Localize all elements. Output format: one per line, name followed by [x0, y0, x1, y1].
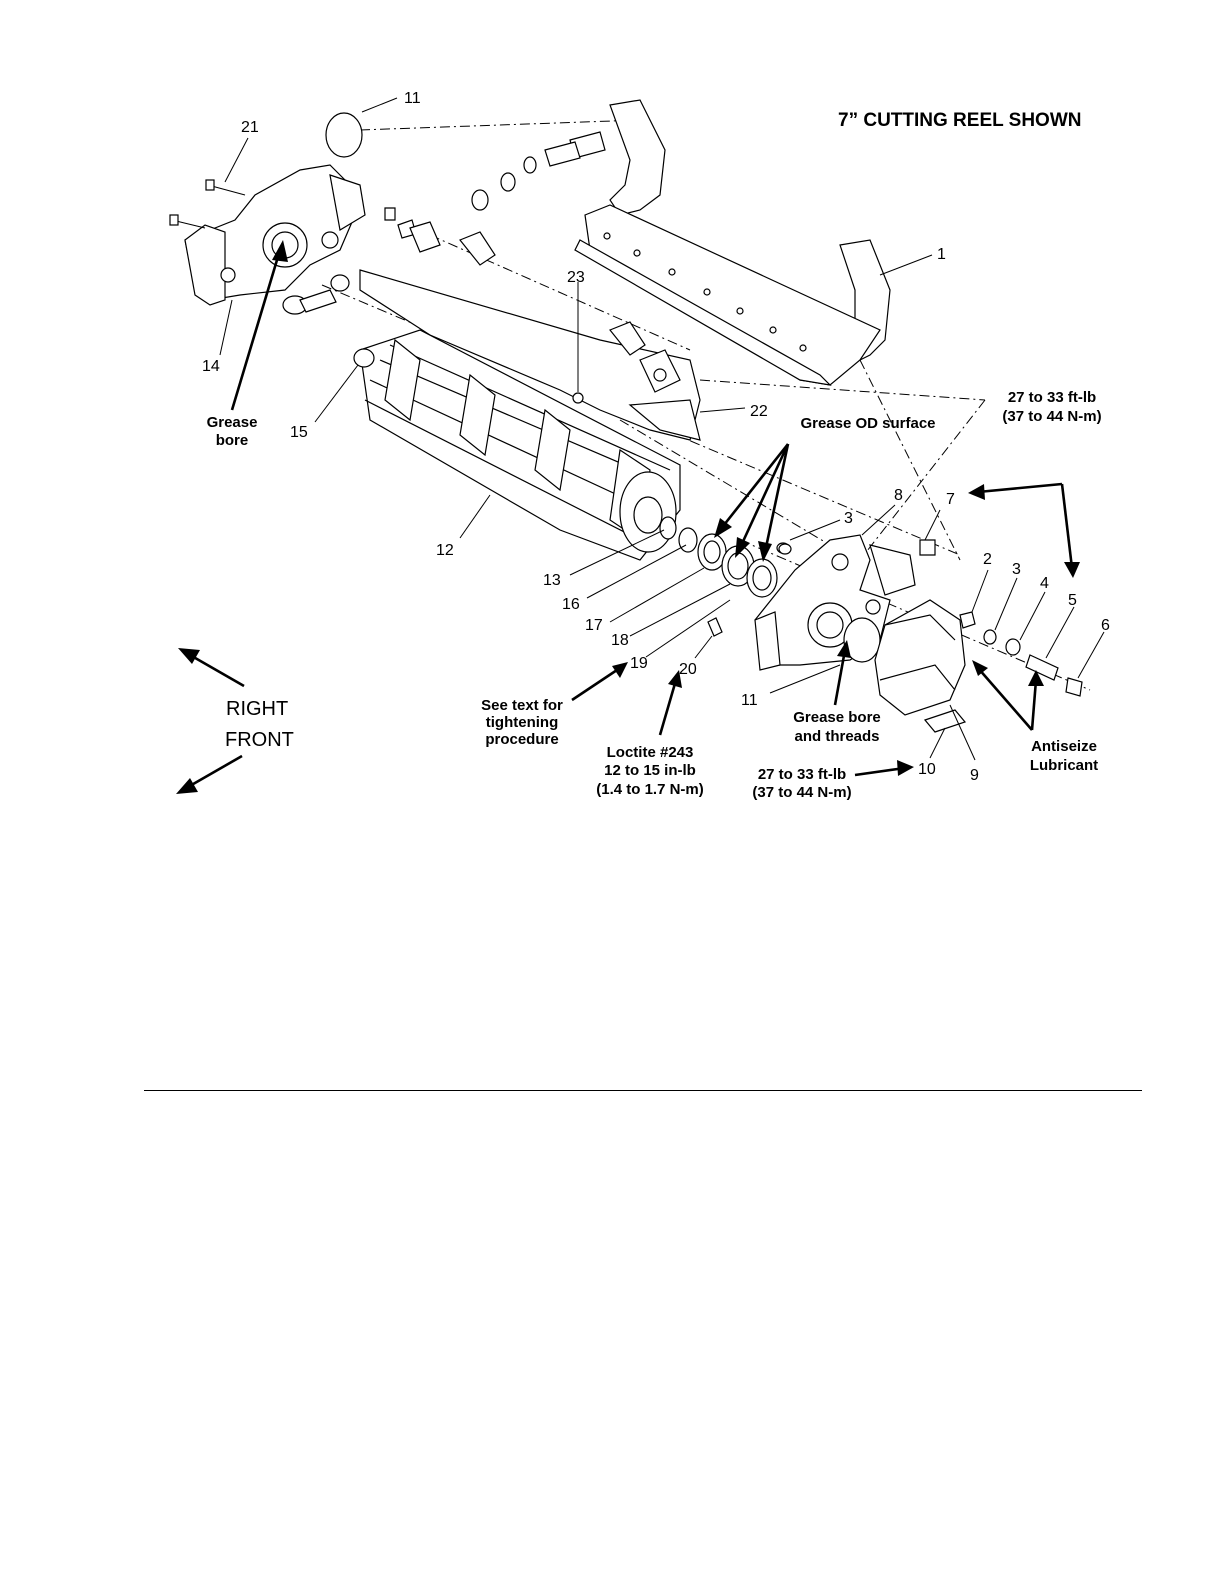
note-grease-threads-line1: Grease bore	[793, 709, 881, 726]
bedknife-bar	[574, 99, 891, 386]
part-label-5: 5	[1068, 592, 1077, 609]
part-label-13: 13	[543, 572, 561, 589]
note-antiseize-line2: Lubricant	[1030, 757, 1098, 774]
pointer-arrows	[230, 240, 1080, 777]
adjuster-hardware	[282, 131, 606, 315]
part-label-11-bottom: 11	[741, 692, 758, 709]
reel-bearing-stack	[659, 516, 790, 598]
o-ring-bottom	[843, 617, 881, 663]
front-arrowhead	[176, 778, 198, 794]
part-label-3-left: 3	[844, 510, 853, 527]
part-label-1: 1	[937, 246, 946, 263]
part-label-21: 21	[241, 119, 259, 136]
note-torque-top-line1: 27 to 33 ft-lb	[1008, 389, 1096, 406]
part-label-12: 12	[436, 542, 454, 559]
side-plate-screws	[169, 179, 246, 229]
part-label-3-right: 3	[1012, 561, 1021, 578]
note-loctite-line3: (1.4 to 1.7 N-m)	[596, 781, 704, 798]
note-see-text-line2: tightening	[486, 714, 558, 731]
part-label-4: 4	[1040, 575, 1049, 592]
part-label-15: 15	[290, 424, 308, 441]
part-label-19: 19	[630, 655, 648, 672]
part-label-6: 6	[1101, 617, 1110, 634]
stud-hardware	[959, 611, 1083, 697]
note-grease-od-surface: Grease OD surface	[800, 415, 935, 432]
page-divider-rule	[144, 1090, 1142, 1091]
note-see-text-line1: See text for	[481, 697, 563, 714]
note-torque-top-line2: (37 to 44 N-m)	[1002, 408, 1101, 425]
front-arrow	[187, 754, 243, 789]
part-label-23: 23	[567, 269, 585, 286]
note-grease-bore-line2: bore	[216, 432, 249, 449]
gear-cover	[874, 599, 966, 716]
part-label-8: 8	[894, 487, 903, 504]
part-label-7: 7	[946, 491, 955, 508]
diagram-title: 7” CUTTING REEL SHOWN	[838, 110, 1082, 131]
right-label: RIGHT	[226, 698, 288, 720]
part-label-11-top: 11	[404, 90, 421, 107]
part-label-16: 16	[562, 596, 580, 613]
bedbar-frame	[359, 231, 701, 441]
note-loctite-line1: Loctite #243	[607, 744, 694, 761]
part-label-20: 20	[679, 661, 697, 678]
callout-notes: Grease bore Grease OD surface 27 to 33 f…	[207, 389, 1102, 801]
leader-lines	[219, 97, 1105, 761]
note-antiseize-line1: Antiseize	[1031, 738, 1097, 755]
note-grease-bore-line1: Grease	[207, 414, 258, 431]
part-label-14: 14	[202, 358, 220, 375]
right-arrowhead	[178, 648, 200, 664]
part-label-10: 10	[918, 761, 936, 778]
note-torque-bottom-line1: 27 to 33 ft-lb	[758, 766, 846, 783]
front-label: FRONT	[225, 729, 294, 751]
part-label-22: 22	[750, 403, 768, 420]
part-label-2: 2	[983, 551, 992, 568]
o-ring-top	[325, 112, 363, 158]
part-label-17: 17	[585, 617, 603, 634]
part-number-labels: 11 21 1 23 14 15 22 12 13 16 17 18 19 20…	[202, 90, 1110, 784]
set-screw	[707, 617, 723, 637]
note-loctite-line2: 12 to 15 in-lb	[604, 762, 696, 779]
note-torque-bottom-line2: (37 to 44 N-m)	[752, 784, 851, 801]
cutting-reel	[353, 329, 681, 561]
part-label-9: 9	[970, 767, 979, 784]
part-label-18: 18	[611, 632, 629, 649]
direction-indicator: RIGHT FRONT	[176, 648, 294, 794]
right-arrow	[189, 653, 245, 688]
note-grease-threads-line2: and threads	[794, 728, 879, 745]
note-see-text-line3: procedure	[485, 731, 558, 748]
